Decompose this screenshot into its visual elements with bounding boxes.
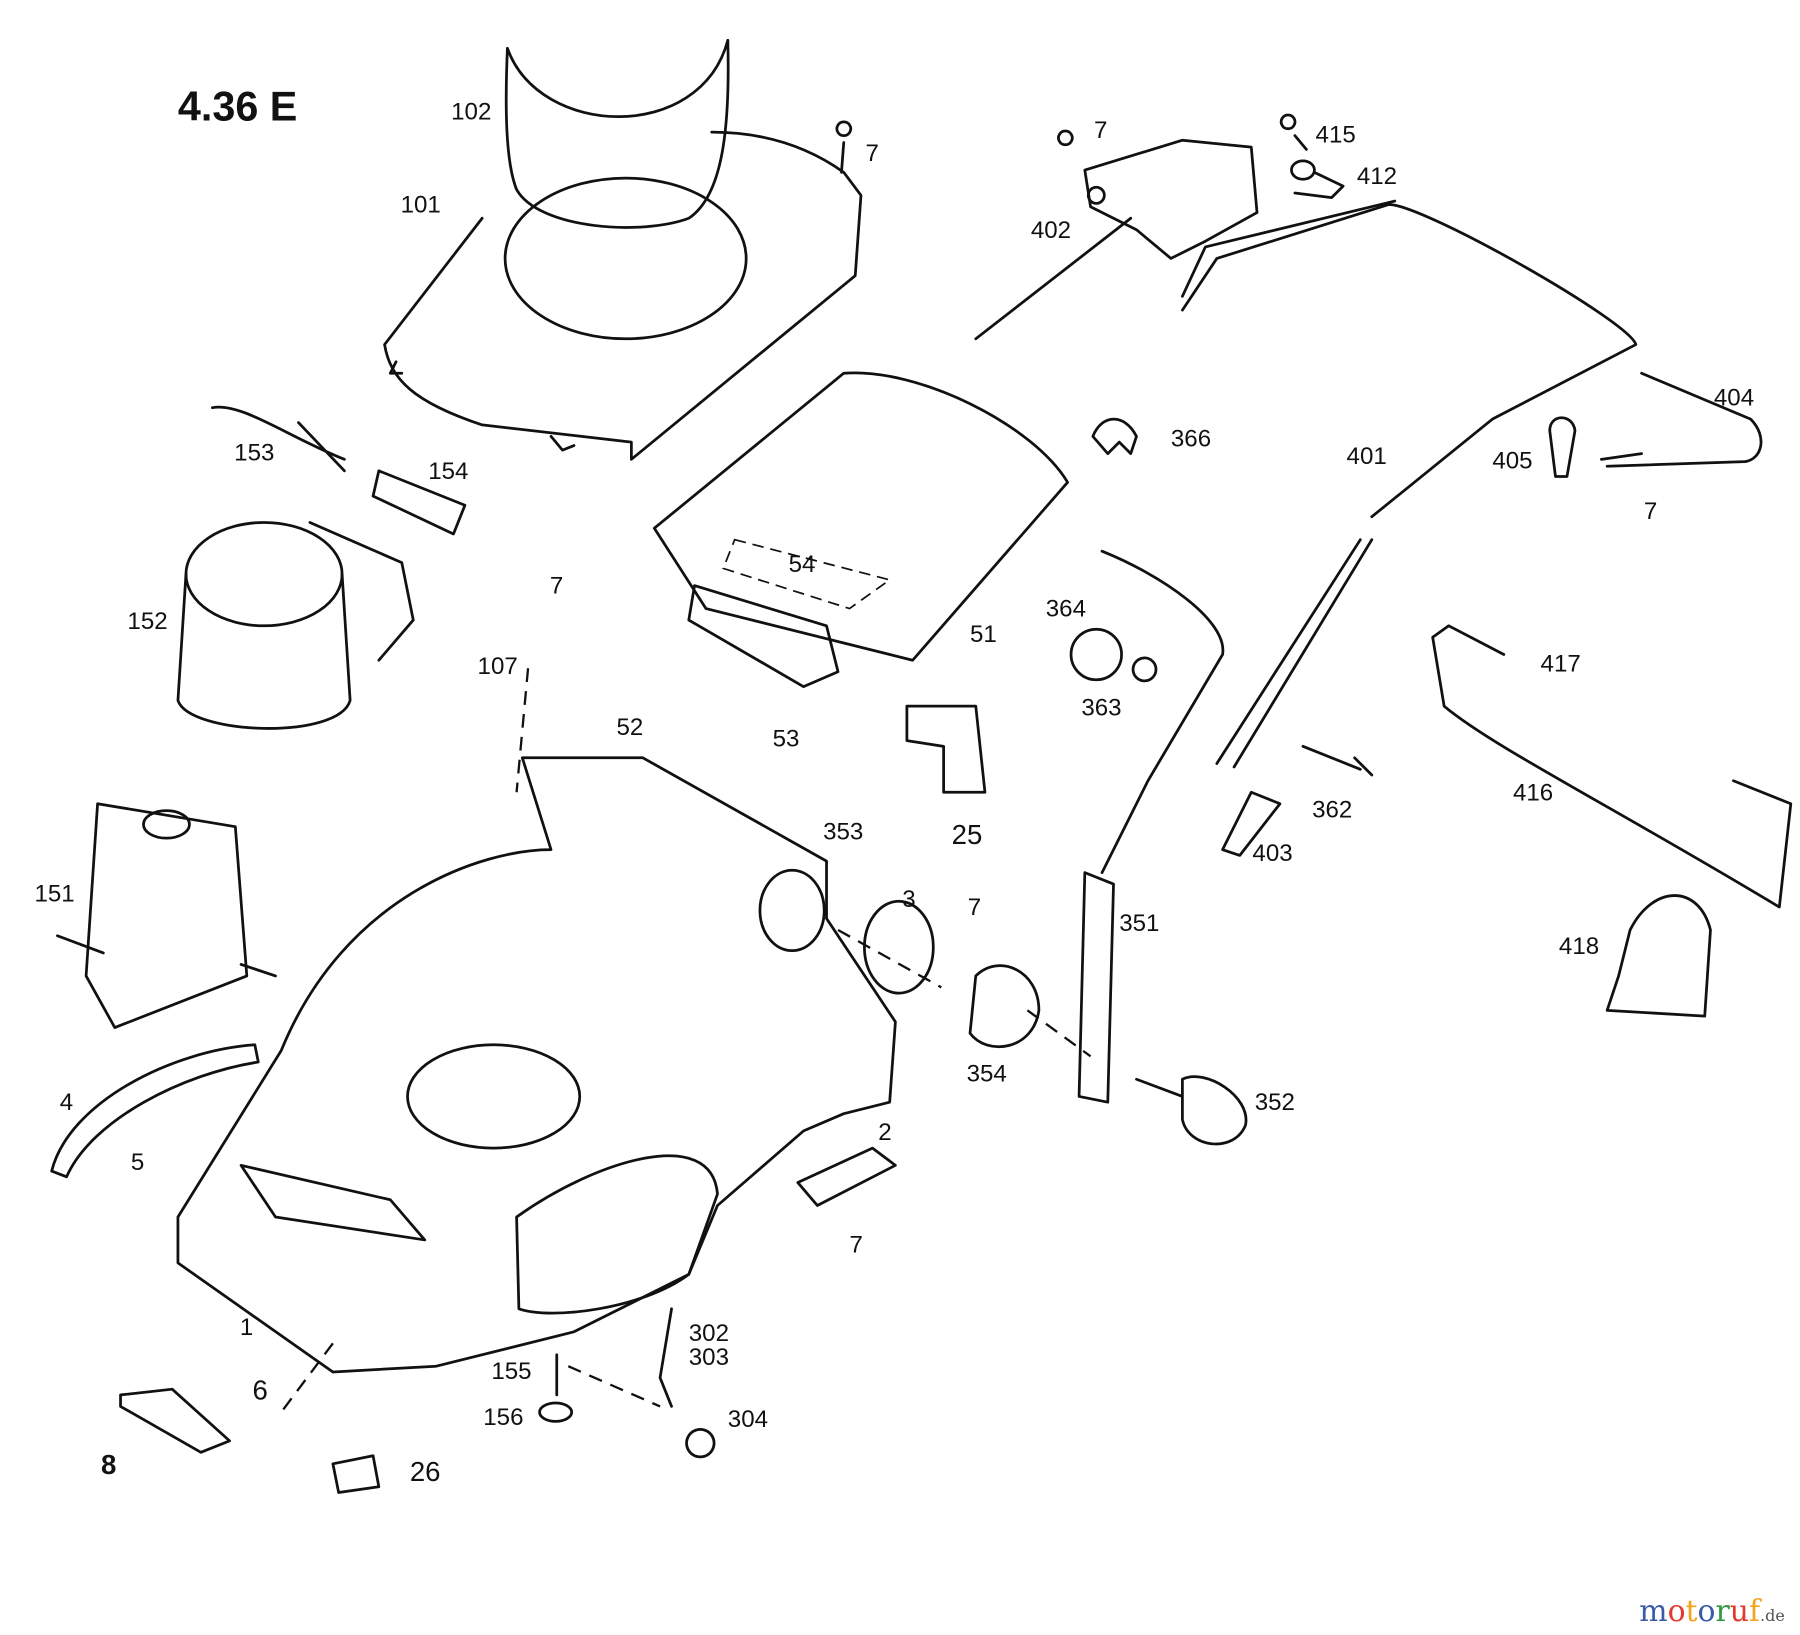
part-label: 351 [1119, 910, 1159, 937]
part-label: 52 [616, 714, 643, 741]
part-labels: 102 7 101 7 415 412 402 153 154 366 404 … [34, 99, 1754, 1487]
part-label: 304 [728, 1406, 768, 1433]
part-label: 153 [234, 439, 274, 466]
part-label: 6 [253, 1375, 268, 1406]
part-366-clip [1091, 417, 1138, 455]
part-153-cable [210, 405, 346, 473]
part-151-motor [56, 802, 277, 1029]
part-352-knob [1135, 1075, 1248, 1146]
part-label: 7 [968, 894, 981, 921]
part-label: 303 [689, 1344, 729, 1371]
part-label: 102 [451, 99, 491, 126]
leader-line [280, 1342, 334, 1413]
watermark-letter: o [1668, 1594, 1686, 1629]
part-label: 362 [1312, 797, 1352, 824]
part-label: 402 [1031, 217, 1071, 244]
part-101-cover [383, 130, 863, 461]
part-354-hub [968, 964, 1041, 1049]
leader-line [515, 668, 530, 793]
part-label: 353 [823, 818, 863, 845]
part-label: 364 [1046, 596, 1086, 623]
part-2-plate [796, 1146, 897, 1207]
part-401-handle [1077, 199, 1763, 1104]
watermark-letter: u [1730, 1594, 1749, 1629]
watermark-letter: t [1686, 1594, 1698, 1629]
part-label: 363 [1081, 694, 1121, 721]
part-51-flap [652, 371, 1069, 689]
part-25-bracket [905, 704, 987, 794]
part-label: 8 [101, 1449, 116, 1480]
part-label: 155 [491, 1358, 531, 1385]
part-label: 25 [952, 819, 983, 850]
part-label: 352 [1255, 1089, 1295, 1116]
part-label: 417 [1541, 651, 1581, 678]
part-label: 401 [1347, 443, 1387, 470]
part-label: 404 [1714, 384, 1754, 411]
part-label: 3 [902, 886, 915, 913]
part-label: 416 [1513, 779, 1553, 806]
part-label: 7 [849, 1232, 862, 1259]
part-label: 405 [1492, 448, 1532, 475]
part-label: 403 [1252, 840, 1292, 867]
part-label: 152 [127, 608, 167, 635]
part-label: 354 [967, 1061, 1007, 1088]
part-154-capacitor [371, 469, 467, 536]
watermark-letter: f [1749, 1594, 1762, 1629]
part-1-deck [176, 756, 897, 1374]
part-label: 154 [428, 458, 468, 485]
part-4-strip [50, 1043, 260, 1179]
part-label: 107 [478, 653, 518, 680]
part-label: 7 [1094, 117, 1107, 144]
part-363-washer [1131, 656, 1158, 683]
part-label: 51 [970, 621, 997, 648]
part-label: 53 [773, 725, 800, 752]
part-label: 2 [878, 1119, 891, 1146]
part-label: 1 [240, 1314, 253, 1341]
watermark-logo: motoruf.de [1639, 1594, 1785, 1629]
part-418-bracket [1605, 894, 1712, 1018]
part-label: 415 [1316, 122, 1356, 149]
part-402-switch-housing [974, 113, 1345, 341]
part-label: 26 [410, 1456, 441, 1487]
part-364-bearing [1069, 627, 1123, 682]
watermark-letter: m [1639, 1594, 1667, 1629]
part-label: 54 [789, 551, 816, 578]
watermark-letter: r [1716, 1594, 1731, 1629]
part-label: 412 [1357, 163, 1397, 190]
part-label: 156 [483, 1404, 523, 1431]
leader-line [567, 1365, 661, 1408]
part-416-bail [1431, 624, 1793, 909]
part-label: 4 [60, 1089, 73, 1116]
diagram-title: 4.36 E [178, 84, 297, 130]
part-152-housing [176, 521, 415, 730]
part-label: 5 [131, 1149, 144, 1176]
part-8-plate [119, 1387, 231, 1454]
part-label: 302 [689, 1320, 729, 1347]
part-label: 418 [1559, 933, 1599, 960]
part-label: 7 [1644, 498, 1657, 525]
watermark-letter: o [1698, 1594, 1716, 1629]
part-302-lever [658, 1307, 716, 1459]
part-3-gear [863, 899, 935, 995]
part-405-lever [1548, 416, 1643, 478]
part-label: 7 [550, 573, 563, 600]
part-label: 7 [866, 140, 879, 167]
part-403-bolt [1221, 790, 1282, 857]
part-362-bolt [1301, 744, 1374, 777]
screw-icon [835, 120, 853, 174]
part-label: 366 [1171, 426, 1211, 453]
part-label: 101 [401, 192, 441, 219]
part-label: 151 [34, 880, 74, 907]
part-155-bolt [538, 1353, 574, 1423]
part-26-cap [331, 1454, 381, 1494]
part-102-chute [504, 38, 730, 229]
